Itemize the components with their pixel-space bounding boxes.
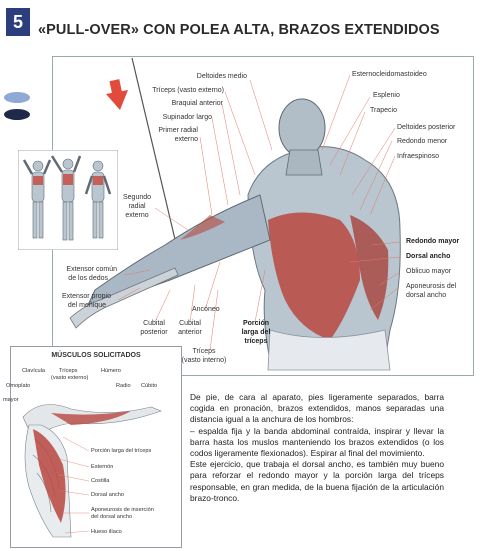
label-aponeurosis-1: Aponeurosis del <box>406 283 457 290</box>
label-radio: Radio <box>116 383 131 389</box>
label-mb-triceps-1: Tríceps <box>59 368 78 374</box>
skeleton-illustration <box>22 404 162 538</box>
pulley-bar <box>69 267 179 329</box>
triceps-muscle <box>180 215 225 240</box>
label-mb-dorsal-ancho: Dorsal ancho <box>91 492 124 498</box>
label-primer-radial-1: Primer radial <box>158 127 198 134</box>
latissimus-muscle <box>268 212 360 340</box>
label-porcion-larga-3: tríceps <box>244 338 268 345</box>
head <box>278 98 326 158</box>
description-paragraph-3: Este ejercicio, que trabaja el dorsal an… <box>190 459 444 503</box>
teres-muscle <box>350 215 389 320</box>
label-trapecio: Trapecio <box>370 107 397 114</box>
label-dorsal-ancho: Dorsal ancho <box>406 253 451 260</box>
label-cubital-anterior-2: anterior <box>178 329 202 336</box>
description-paragraph-2: – espalda fija y la banda abdominal cont… <box>190 425 444 459</box>
label-segundo-radial-2: radial <box>128 203 146 210</box>
triceps-shape <box>51 411 131 425</box>
label-extensor-propio-2: del meñique <box>67 302 106 309</box>
label-redondo-menor: Redondo menor <box>397 138 448 145</box>
label-humero: Húmero <box>101 368 121 374</box>
label-triceps-vasto-externo: Tríceps (vasto externo) <box>152 87 224 94</box>
label-cubital-posterior-1: Cubital <box>143 320 165 327</box>
label-deltoides-posterior: Deltoides posterior <box>397 124 456 131</box>
label-segundo-radial-1: Segundo <box>122 194 152 201</box>
light-oval-icon <box>4 92 30 103</box>
label-extensor-comun-1: Extensor común <box>66 266 117 273</box>
cable-line <box>131 57 179 253</box>
leader-lines <box>117 74 401 351</box>
label-triceps-vasto-interno-1: Tríceps <box>192 348 216 355</box>
label-segundo-radial-3: externo <box>125 212 149 219</box>
exercise-sequence-inset <box>18 150 118 250</box>
label-mb-triceps-2: (vasto externo) <box>51 375 89 381</box>
label-infraespinoso: Infraespinoso <box>397 153 440 160</box>
neck <box>285 149 323 176</box>
label-redondo-mayor: Redondo mayor <box>406 238 460 245</box>
down-arrow-icon <box>106 79 128 110</box>
dark-oval-icon <box>4 109 30 120</box>
label-hueso-iliaco: Hueso ilíaco <box>91 529 122 535</box>
label-mb-porcion-larga: Porción larga del tríceps <box>91 448 152 454</box>
label-primer-radial-2: externo <box>174 136 198 143</box>
label-deltoides-medio: Deltoides medio <box>196 73 247 80</box>
muscles-panel-title: MÚSCULOS SOLICITADOS <box>51 352 141 359</box>
label-mb-aponeurosis-2: del dorsal ancho <box>91 514 133 520</box>
label-cubital-posterior-2: posterior <box>140 329 168 336</box>
label-supinador-largo: Supinador largo <box>162 114 212 121</box>
description-paragraph-1: De pie, de cara al aparato, pies ligeram… <box>190 392 444 425</box>
chapter-number-badge: 5 <box>6 8 30 36</box>
exercise-description: De pie, de cara al aparato, pies ligeram… <box>190 392 444 504</box>
muscles-used-panel: MÚSCULOS SOLICITADOS Clavícula Tríceps (… <box>3 346 182 548</box>
label-mb-aponeurosis-1: Aponeurosis de inserción <box>91 507 154 513</box>
label-braquial-anterior: Braquial anterior <box>171 100 223 107</box>
label-cubito: Cúbito <box>141 383 158 389</box>
label-triceps-vasto-interno-2: (vasto interno) <box>181 357 227 364</box>
label-costilla: Costilla <box>91 478 110 484</box>
label-porcion-larga-1: Porción <box>242 320 270 327</box>
label-extensor-comun-2: de los dedos <box>68 275 108 282</box>
label-extensor-propio-1: Extensor propio <box>61 293 111 300</box>
label-clavicula: Clavícula <box>22 368 46 374</box>
shorts <box>267 329 391 371</box>
label-aponeurosis-2: dorsal ancho <box>406 292 447 299</box>
label-omoplato: Omoplato <box>6 383 31 389</box>
label-esternocleidomastoideo: Esternocleidomastoideo <box>352 71 427 78</box>
label-mayor: mayor <box>3 397 19 403</box>
label-ancóneo: Ancóneo <box>192 306 220 313</box>
page-title: «PULL-OVER» CON POLEA ALTA, BRAZOS EXTEN… <box>38 22 440 38</box>
label-esplenio: Esplenio <box>373 92 400 99</box>
label-esternon: Esternón <box>91 464 114 470</box>
label-oblicuo-mayor: Oblicuo mayor <box>406 268 452 275</box>
latissimus-shape <box>33 429 66 523</box>
label-cubital-anterior-1: Cubital <box>179 320 201 327</box>
label-porcion-larga-2: larga del <box>241 329 271 336</box>
